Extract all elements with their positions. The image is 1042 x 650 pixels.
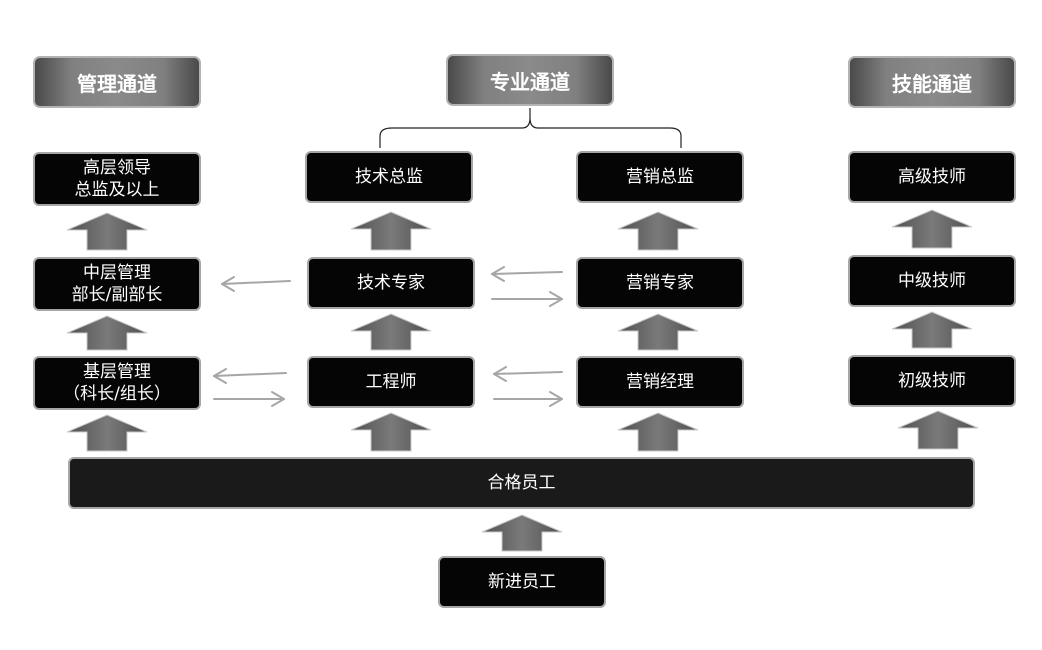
up-arrow-tech-3	[350, 412, 432, 452]
node-middle-management: 中层管理 部长/副部长	[33, 257, 201, 311]
professional-channel-label: 专业通道	[490, 69, 570, 94]
up-arrow-mkt-3	[617, 412, 699, 452]
node-middle-management-line2: 部长/副部长	[71, 285, 163, 305]
node-mkt-expert-label: 营销专家	[626, 273, 694, 293]
up-arrow-mgmt-3	[66, 414, 148, 452]
up-arrow-tech-1	[350, 211, 432, 251]
node-base-management-line1: 基层管理	[83, 362, 151, 382]
management-channel-header: 管理通道	[33, 56, 201, 108]
node-mkt-manager: 营销经理	[576, 356, 744, 408]
node-engineer: 工程师	[307, 356, 475, 408]
node-tech-director: 技术总监	[305, 151, 473, 203]
node-tech-expert: 技术专家	[307, 257, 475, 309]
up-arrow-tech-2	[350, 313, 432, 351]
up-arrows-group	[66, 209, 979, 552]
professional-brace	[379, 108, 682, 148]
up-arrow-newcomer	[481, 514, 563, 552]
node-qualified-employee: 合格员工	[68, 457, 975, 509]
node-new-employee-label: 新进员工	[488, 572, 556, 592]
node-middle-management-line1: 中层管理	[83, 263, 151, 283]
node-senior-technician-label: 高级技师	[898, 167, 966, 187]
arrow-tech-expert-to-mkt-expert	[491, 291, 563, 307]
node-middle-technician-label: 中级技师	[898, 271, 966, 291]
management-channel-label: 管理通道	[77, 71, 157, 96]
skill-channel-header: 技能通道	[848, 56, 1016, 108]
professional-channel-header: 专业通道	[446, 54, 614, 106]
arrow-engineer-to-mkt-manager	[493, 391, 563, 407]
node-senior-leadership: 高层领导 总监及以上	[33, 152, 201, 206]
up-arrow-mkt-1	[617, 211, 699, 251]
node-mkt-expert: 营销专家	[576, 257, 744, 309]
node-new-employee: 新进员工	[438, 556, 606, 608]
up-arrow-skill-2	[891, 311, 973, 349]
up-arrow-mkt-2	[617, 313, 699, 351]
node-junior-technician-label: 初级技师	[898, 371, 966, 391]
node-tech-expert-label: 技术专家	[357, 273, 425, 293]
node-mkt-director: 营销总监	[576, 151, 744, 203]
up-arrow-mgmt-1	[66, 212, 148, 251]
up-arrow-mgmt-2	[66, 315, 148, 351]
node-mkt-manager-label: 营销经理	[626, 372, 694, 392]
node-base-management: 基层管理 （科长/组长）	[33, 356, 201, 410]
node-senior-technician: 高级技师	[848, 151, 1016, 203]
up-arrow-skill-3	[897, 410, 979, 450]
node-tech-director-label: 技术总监	[355, 167, 423, 187]
arrow-mkt-expert-to-tech-expert	[491, 266, 563, 282]
arrow-base-mgmt-to-engineer	[213, 391, 285, 407]
node-junior-technician: 初级技师	[848, 355, 1016, 407]
node-engineer-label: 工程师	[365, 372, 417, 392]
arrow-engineer-to-base-mgmt	[213, 368, 287, 384]
up-arrow-skill-1	[891, 209, 973, 249]
arrow-tech-expert-to-middle-mgmt	[221, 276, 291, 292]
node-mkt-director-label: 营销总监	[626, 167, 694, 187]
node-qualified-employee-label: 合格员工	[487, 473, 556, 493]
node-senior-leadership-line1: 高层领导	[83, 158, 151, 178]
node-base-management-line2: （科长/组长）	[63, 384, 171, 404]
node-senior-leadership-line2: 总监及以上	[74, 180, 160, 200]
node-middle-technician: 中级技师	[848, 255, 1016, 307]
skill-channel-label: 技能通道	[892, 71, 972, 96]
arrow-mkt-manager-to-engineer	[493, 366, 563, 382]
